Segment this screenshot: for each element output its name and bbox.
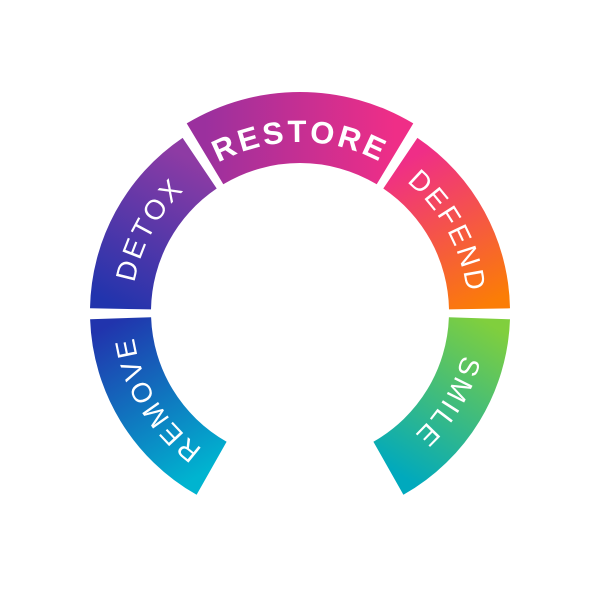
- segment-defend-arc: [383, 137, 510, 310]
- segment-smile-arc: [373, 317, 510, 495]
- segment-detox-arc: [90, 137, 217, 310]
- segment-remove-arc: [90, 317, 227, 495]
- segment-restore-arc: [186, 91, 414, 185]
